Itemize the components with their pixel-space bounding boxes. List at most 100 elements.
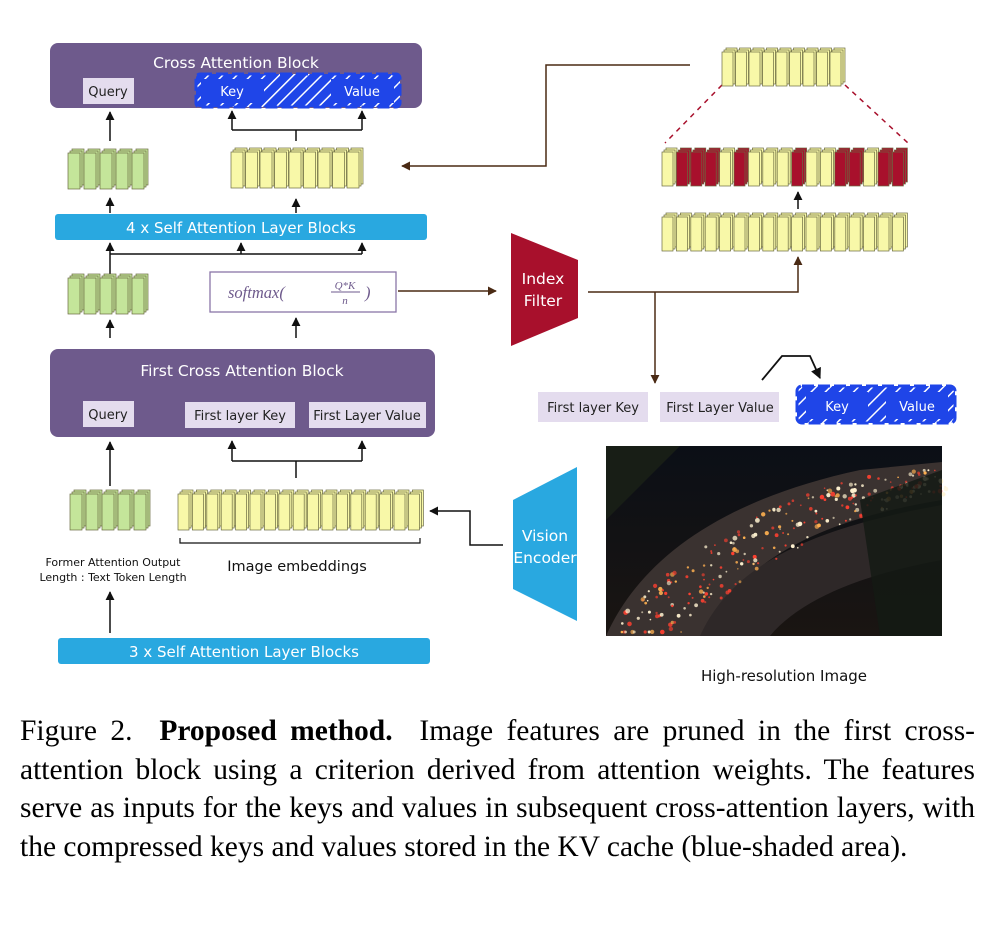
first-layer-key-label: First layer Key xyxy=(194,409,286,424)
zoom-dashed-right xyxy=(844,84,909,144)
car-light xyxy=(704,601,707,604)
cross-attention-key-label: Key xyxy=(220,85,244,100)
yellow-token xyxy=(259,151,273,189)
car-light xyxy=(889,481,892,483)
figure-caption: Figure 2. Proposed method. Image feature… xyxy=(20,712,975,866)
car-light xyxy=(712,578,715,581)
car-light xyxy=(704,545,708,549)
car-light xyxy=(844,519,847,522)
car-light xyxy=(742,559,745,561)
car-light xyxy=(691,596,694,599)
car-light xyxy=(761,512,766,517)
yellow-token xyxy=(735,51,747,87)
car-light xyxy=(673,621,677,624)
green-token xyxy=(99,277,113,315)
car-light xyxy=(838,523,841,526)
car-light xyxy=(655,595,658,599)
yellow-token xyxy=(192,493,204,531)
car-light xyxy=(643,630,647,634)
green-token xyxy=(131,277,145,315)
car-light xyxy=(700,598,705,603)
mixed-token xyxy=(892,151,904,187)
green-token xyxy=(69,493,83,531)
car-light xyxy=(655,611,658,615)
car-light xyxy=(897,476,899,479)
car-light xyxy=(710,550,713,553)
car-light xyxy=(691,569,695,573)
mixed-token xyxy=(676,151,688,187)
car-light xyxy=(791,499,795,503)
car-light xyxy=(732,535,738,541)
yellow-token xyxy=(816,51,828,87)
car-light xyxy=(756,516,758,519)
mixed-token xyxy=(733,151,746,187)
yellow-token xyxy=(829,51,842,87)
mixed-token xyxy=(820,151,832,187)
former-attention-output-line1: Former Attention Output xyxy=(46,556,182,569)
car-light xyxy=(823,487,826,490)
car-light xyxy=(671,604,674,608)
self-attention-3-block: 3 x Self Attention Layer Blocks xyxy=(58,638,430,664)
mixed-token xyxy=(805,151,818,187)
yellow-token xyxy=(789,51,801,87)
car-light xyxy=(832,516,835,520)
car-light xyxy=(665,572,670,577)
car-light xyxy=(830,491,836,497)
yellow-token xyxy=(336,493,348,531)
yellow-token xyxy=(791,216,803,252)
softmax-box: softmax( Q*K n ) xyxy=(209,271,397,313)
yellow-token xyxy=(278,493,291,531)
first-cross-attention-title: First Cross Attention Block xyxy=(140,362,343,380)
mixed-token xyxy=(690,151,703,187)
yellow-token xyxy=(834,216,847,252)
cache-value-box xyxy=(886,392,948,419)
mixed-token xyxy=(661,151,674,187)
car-light xyxy=(811,496,815,499)
car-light xyxy=(809,507,813,511)
car-light xyxy=(709,592,713,596)
mixed-token xyxy=(719,151,731,187)
car-light xyxy=(710,564,713,567)
car-light xyxy=(782,532,785,534)
car-light xyxy=(704,592,709,596)
car-light xyxy=(877,477,880,480)
method-diagram: Cross Attention Block Query Key Value 4 … xyxy=(39,43,957,685)
index-filter-line1: Index xyxy=(522,270,565,288)
image-embeddings-bracket xyxy=(179,538,421,544)
car-light xyxy=(771,526,775,530)
first-cross-attention-query-box xyxy=(83,401,134,427)
car-light xyxy=(854,503,857,506)
car-light xyxy=(849,518,852,521)
softmax-close-paren: ) xyxy=(364,283,371,302)
green-token xyxy=(133,493,147,531)
car-light xyxy=(755,518,760,523)
car-light xyxy=(686,566,690,569)
car-light xyxy=(927,469,930,472)
car-light xyxy=(683,607,686,610)
cache-value-label: Value xyxy=(899,400,935,415)
yellow-token xyxy=(776,216,789,252)
car-light xyxy=(731,551,735,556)
car-light xyxy=(797,547,799,549)
caption-text: Image features are pruned in the first c… xyxy=(20,715,976,863)
car-light xyxy=(659,612,664,617)
car-light xyxy=(641,611,644,614)
green-token xyxy=(99,152,113,190)
car-light xyxy=(694,603,698,608)
high-resolution-image-label: High-resolution Image xyxy=(701,667,867,685)
first-cross-attention-query-label: Query xyxy=(88,408,128,423)
yellow-token xyxy=(863,216,875,252)
compressed-image-tokens xyxy=(230,147,364,189)
car-light xyxy=(650,629,655,635)
vision-encoder-line1: Vision xyxy=(522,527,568,545)
car-light xyxy=(778,505,782,509)
car-light xyxy=(701,573,705,577)
car-light xyxy=(819,494,825,500)
kv-cache-row: First layer Key First Layer Value Key Va… xyxy=(538,355,957,425)
car-light xyxy=(815,512,818,515)
green-token xyxy=(131,152,145,190)
car-light xyxy=(661,589,664,592)
car-light xyxy=(680,631,682,633)
car-light xyxy=(841,504,844,507)
car-light xyxy=(689,613,692,617)
